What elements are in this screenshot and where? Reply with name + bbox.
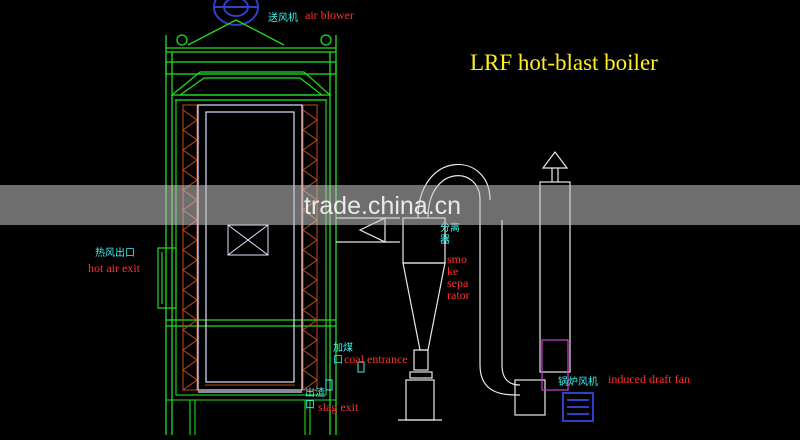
air-blower-fan [213, 0, 259, 26]
marker-lines [325, 361, 365, 391]
diagram-title: LRF hot-blast boiler [470, 50, 658, 75]
air-blower-label-cn: 送风机 [268, 13, 298, 24]
separator-label-en: smo ke sepa rator [447, 253, 470, 301]
coal-entrance-label-en: coal entrance [344, 352, 408, 366]
induced-fan-label-en: induced draft fan [608, 372, 690, 386]
furnace-body [197, 104, 303, 393]
hot-air-exit-label-cn: 热风出口 [95, 248, 135, 259]
chimney [539, 151, 571, 391]
hot-air-exit-box [157, 247, 177, 309]
induced-draft-fan [562, 392, 594, 422]
hot-air-exit-label-en: hot air exit [88, 261, 140, 275]
slag-exit-label-cn: 出渣 口 [305, 388, 325, 412]
separator-label-cn-line: 分离 [440, 223, 460, 234]
brick-lining [182, 104, 318, 391]
separator-label-cn-line: 器 [440, 235, 450, 246]
watermark-banner [0, 185, 800, 225]
support-frame [165, 19, 337, 435]
separator-label-en-line: sepa [447, 276, 469, 290]
watermark-text: trade.china.cn [304, 192, 462, 220]
air-blower-label-en: air blower [305, 8, 354, 22]
slag-exit-label-cn-line: 口 [305, 400, 315, 411]
separator-label-en-line: ke [447, 264, 459, 278]
separator-label-en-line: smo [447, 252, 468, 266]
induced-fan-label-cn: 锅炉风机 [558, 377, 598, 388]
coal-entrance-label-cn: 加煤 口 [333, 343, 353, 367]
furnace-roof [170, 71, 332, 101]
separator-label-en-line: rator [447, 288, 470, 302]
slag-exit-label-en: slag exit [318, 400, 359, 414]
combustion-chamber [227, 224, 269, 256]
slag-exit-label-cn-line: 出渣 [305, 388, 325, 399]
coal-entrance-label-cn-line: 口 [333, 355, 343, 366]
coal-entrance-label-cn-line: 加煤 [333, 343, 353, 354]
exhaust-duct [479, 200, 546, 416]
separator-label-cn: 分离 器 [440, 223, 460, 247]
